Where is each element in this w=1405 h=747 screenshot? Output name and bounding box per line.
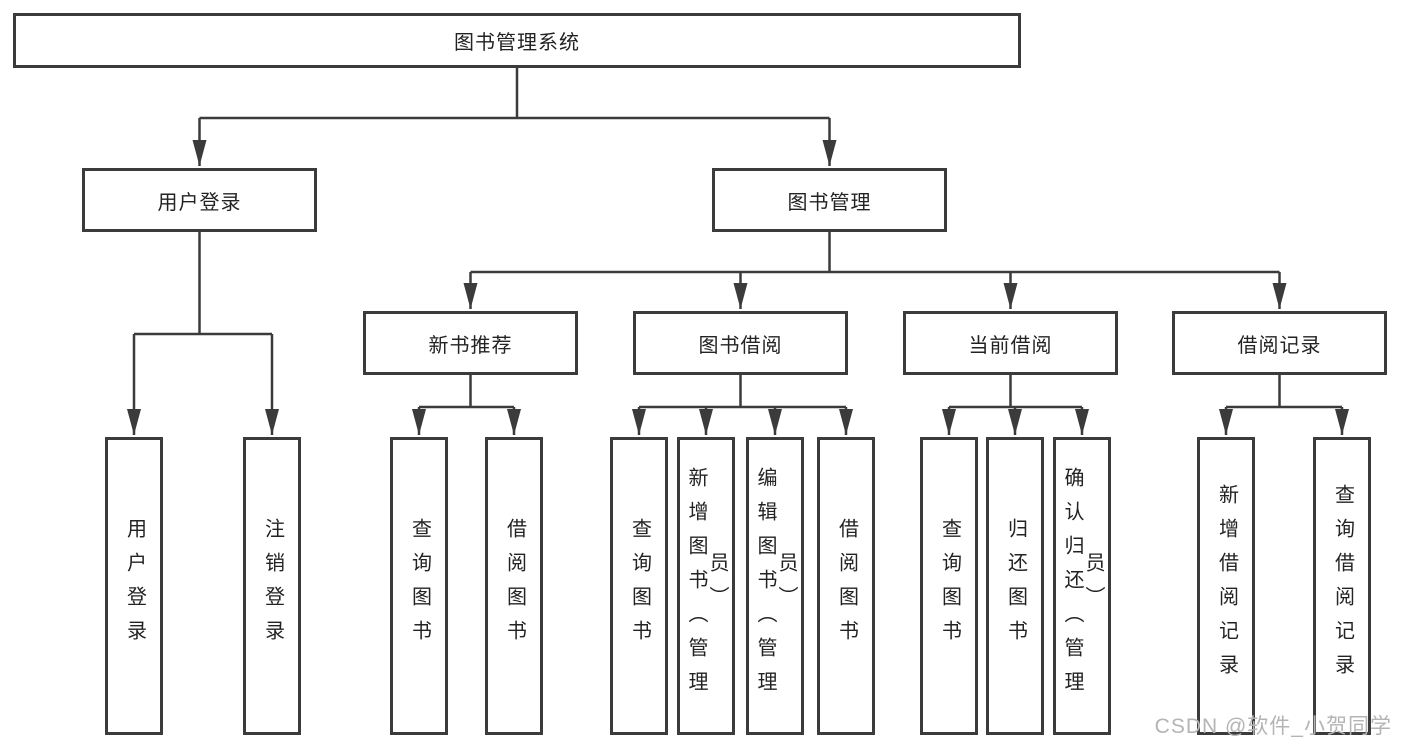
node-label: 当前借阅 [968,334,1053,357]
node-current-borrowing: 当前借阅 [903,311,1118,375]
node-label: 查询借阅记录 [1331,484,1354,688]
node-label: 图书管理系统 [454,32,580,54]
leaf-query-books-recommend: 查询图书 [390,437,448,735]
node-label: 新书推荐 [428,334,513,357]
leaf-edit-books-admin: 编辑图书（管理员） [746,437,804,735]
leaf-borrow-books-recommend: 借阅图书 [485,437,543,735]
leaf-user-login: 用户登录 [105,437,163,735]
node-root: 图书管理系统 [13,13,1021,68]
node-label: 用户登录 [157,191,242,214]
node-label: 新增图书（管理员） [685,467,728,705]
node-label: 查询图书 [938,518,961,654]
leaf-return-books: 归还图书 [986,437,1044,735]
leaf-confirm-return-admin: 确认归还（管理员） [1053,437,1111,735]
node-user-login: 用户登录 [82,168,317,232]
leaf-query-books-current: 查询图书 [920,437,978,735]
node-label: 借阅图书 [503,518,526,654]
node-borrowing-records: 借阅记录 [1172,311,1387,375]
leaf-query-books-borrow: 查询图书 [610,437,668,735]
leaf-borrow-books: 借阅图书 [817,437,875,735]
node-label: 归还图书 [1004,518,1027,654]
node-label: 图书管理 [787,191,872,214]
leaf-add-borrow-record: 新增借阅记录 [1197,437,1255,735]
leaf-logout: 注销登录 [243,437,301,735]
node-label: 查询图书 [628,518,651,654]
node-book-borrowing: 图书借阅 [633,311,848,375]
node-label: 借阅记录 [1237,334,1322,357]
leaf-add-books-admin: 新增图书（管理员） [677,437,735,735]
node-label: 借阅图书 [835,518,858,654]
node-label: 编辑图书（管理员） [754,467,797,705]
node-label: 图书借阅 [698,334,783,357]
node-label: 注销登录 [261,518,284,654]
node-book-management: 图书管理 [712,168,947,232]
leaf-query-borrow-record: 查询借阅记录 [1313,437,1371,735]
node-new-book-recommendation: 新书推荐 [363,311,578,375]
node-label: 新增借阅记录 [1215,484,1238,688]
node-label: 确认归还（管理员） [1061,467,1104,705]
node-label: 用户登录 [123,518,146,654]
watermark: CSDN @软件_小贺同学 [1154,715,1392,738]
node-label: 查询图书 [408,518,431,654]
